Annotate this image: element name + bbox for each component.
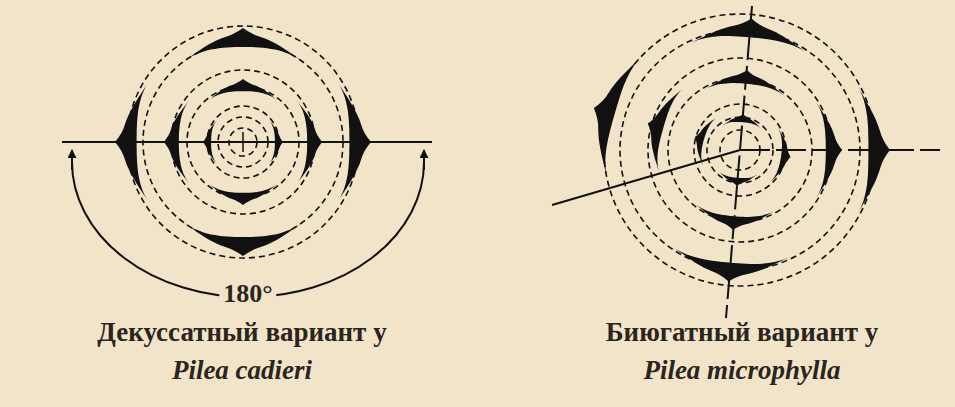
leaf-crescent <box>858 87 890 213</box>
caption-line: Декуссатный вариант у <box>97 318 386 348</box>
leaf-crescent <box>203 120 217 164</box>
leaf-crescent <box>184 223 302 256</box>
leaf-crescent <box>208 79 277 101</box>
angle-arc <box>72 162 424 297</box>
axis-line <box>242 132 244 152</box>
leaf-crescent <box>208 183 277 205</box>
dashed-circle <box>143 42 343 242</box>
leaf-crescent <box>297 100 322 184</box>
leaf-crescent <box>672 247 790 282</box>
leaf-crescent <box>816 102 842 197</box>
leaf-crescent <box>723 114 761 129</box>
leaf-crescent <box>769 127 790 183</box>
caption-line: Биюгатный вариант у <box>606 318 879 348</box>
species-name: Pilea cadieri <box>172 356 312 386</box>
leaf-crescent <box>690 19 808 54</box>
angle-label: 180° <box>219 280 276 309</box>
axis-line <box>552 150 740 205</box>
dashed-circle <box>187 86 299 198</box>
leaf-crescent <box>338 83 371 202</box>
leaf-crescent <box>164 100 189 184</box>
leaf-crescent <box>719 171 757 186</box>
species-name: Pilea microphylla <box>643 356 840 386</box>
leaf-crescent <box>269 120 283 164</box>
arrow-head <box>423 150 425 170</box>
leaf-crescent <box>648 88 684 174</box>
leaf-crescent <box>704 70 786 97</box>
leaf-crescent <box>695 117 718 167</box>
leaf-crescent <box>115 83 148 202</box>
arrow-head <box>71 150 73 170</box>
leaf-crescent <box>594 56 642 179</box>
leaf-crescent <box>184 28 302 61</box>
leaf-crescent <box>694 203 776 230</box>
